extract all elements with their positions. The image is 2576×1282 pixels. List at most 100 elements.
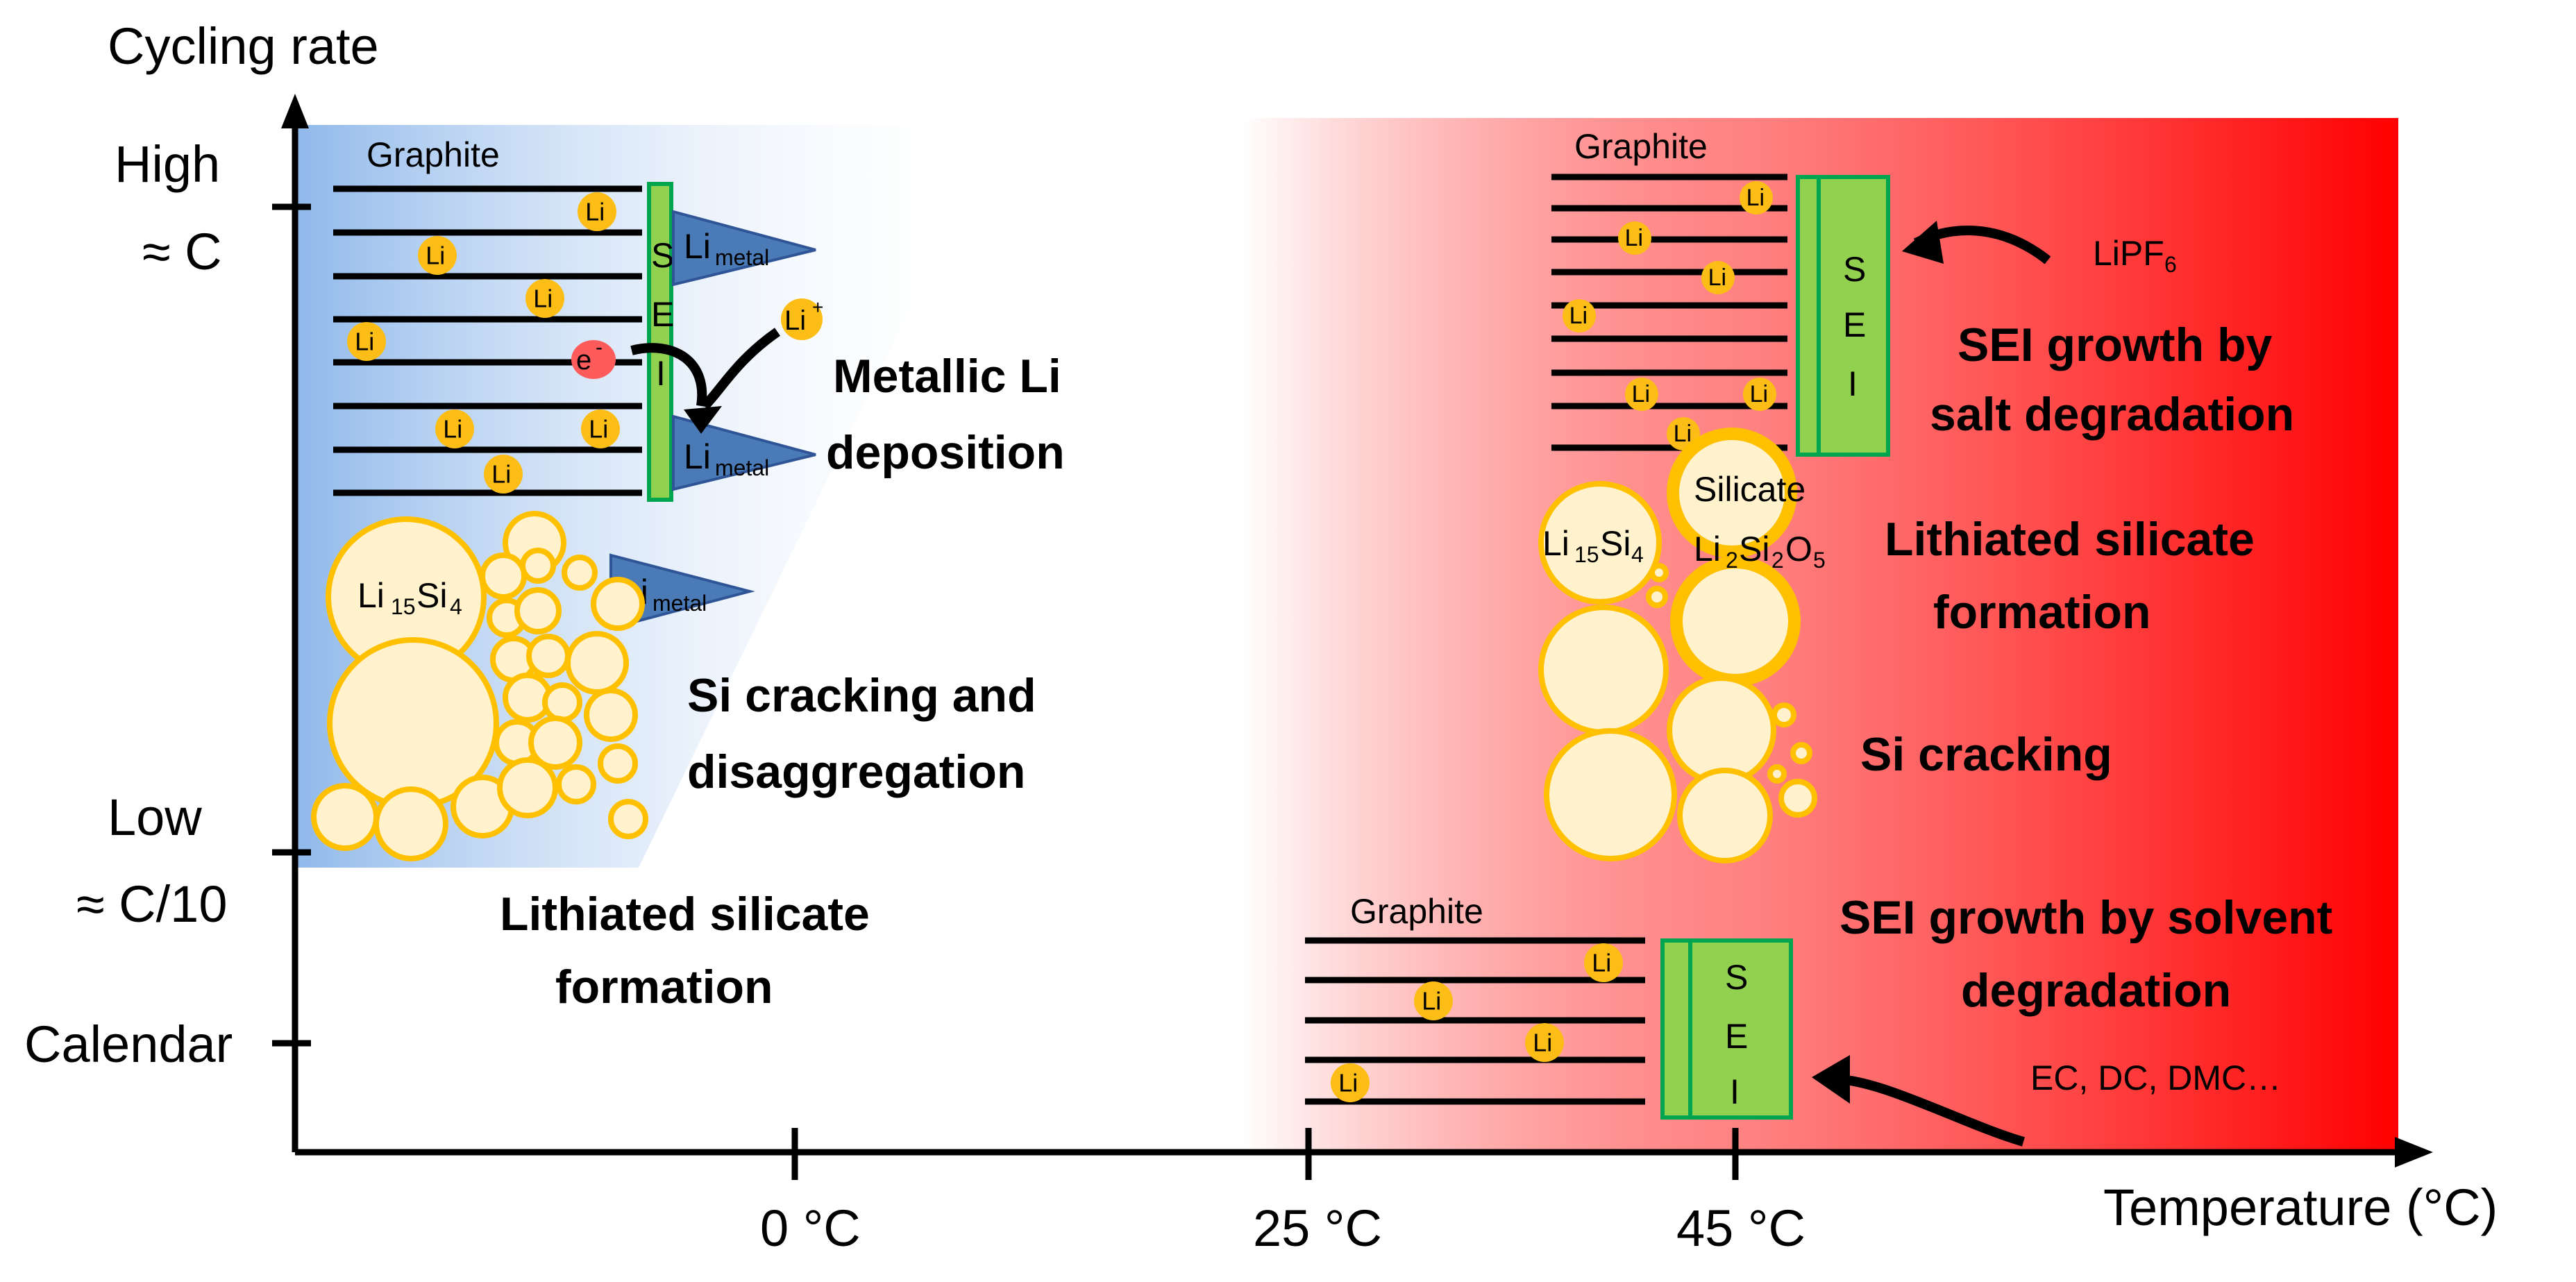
li2si2o5-c: O (1785, 530, 1812, 568)
solvent-degradation-label-2: degradation (1961, 964, 2231, 1017)
li-atom (418, 236, 457, 275)
si-particle (598, 743, 638, 784)
salt-arrowhead (1902, 221, 1944, 264)
hot-li15si4-a: Li (1542, 524, 1569, 563)
si-particle (1544, 728, 1677, 861)
deposition-arrow (630, 328, 781, 410)
li-metal-sub: metal (715, 245, 769, 270)
li-atom (1618, 221, 1651, 255)
cal-graphite-layers (1305, 937, 1645, 1105)
li-atom-label: Li (1592, 949, 1611, 977)
cold-li-metal-mid: Li metal (672, 414, 816, 491)
li2si2o5-c-sub: 5 (1813, 548, 1826, 573)
cal-graphite-label: Graphite (1350, 892, 1483, 931)
electron-charge: - (596, 336, 603, 359)
li-atom-label: Li (443, 415, 462, 444)
cold-sei-layer (647, 182, 673, 502)
si-particle (514, 587, 562, 634)
y-tick-label-low-rate: ≈ C/10 (76, 875, 227, 933)
cold-graphite-layers (333, 185, 642, 496)
cold-sei-letter-s: S (651, 236, 674, 275)
x-axis-arrow (2395, 1137, 2433, 1167)
si-particle (528, 716, 582, 770)
hot-silicate-label-1: Lithiated silicate (1885, 513, 2255, 566)
x-tick-label-45: 45 °C (1676, 1199, 1805, 1257)
solvent-arrow (1839, 1074, 2025, 1147)
si-particle (480, 553, 527, 600)
electron-label: e (576, 345, 591, 376)
li-atom (581, 410, 620, 448)
li-atom-label: Li (1625, 225, 1643, 251)
cal-sei-letter-e: E (1725, 1017, 1748, 1056)
cold-silicate-label-2: formation (555, 961, 773, 1013)
cold-cracking-label-2: disaggregation (687, 745, 1025, 798)
li-atom-label: Li (1338, 1069, 1358, 1097)
li2si2o5-b-sub: 2 (1771, 548, 1784, 573)
li-ion-charge: + (812, 296, 823, 318)
hot-sei-letter-e: E (1843, 305, 1866, 344)
deposition-arrowhead (684, 406, 722, 434)
cold-graphite-label: Graphite (367, 135, 500, 174)
cold-graphite-stack: Graphite (333, 135, 642, 496)
salt-label-sub: 6 (2164, 252, 2177, 277)
hot-silicate-label-2: formation (1933, 586, 2151, 639)
x-tick-label-0: 0 °C (760, 1199, 861, 1257)
x-axis-title: Temperature (°C) (2103, 1179, 2498, 1236)
li-atom-label: Li (1674, 421, 1692, 447)
si-particle (1538, 605, 1669, 735)
y-tick-label-high: High (115, 135, 220, 193)
si-particle (497, 757, 558, 818)
li-atom (347, 322, 386, 361)
x-tick-label-25: 25 °C (1253, 1199, 1382, 1257)
solvent-arrowhead (1812, 1055, 1850, 1104)
hot-sei-letter-s: S (1843, 250, 1866, 289)
si-particle (565, 631, 629, 695)
li-metal-label: Li (684, 437, 711, 476)
li-metal-sub: metal (653, 591, 707, 616)
cal-sei-layer (1688, 938, 1793, 1120)
li2si2o5-b: Si (1739, 530, 1769, 568)
cold-silicate-label-1: Lithiated silicate (500, 888, 870, 941)
li-atom-label: Li (589, 415, 608, 444)
y-tick-label-low: Low (108, 788, 202, 846)
y-axis-title: Cycling rate (108, 17, 379, 75)
li-atom (578, 192, 616, 231)
hot-li15si4-b: Si (1600, 524, 1631, 563)
li-atom (1625, 378, 1658, 411)
li-atom-label: Li (1533, 1029, 1552, 1057)
hot-li15si4-b-sub: 4 (1631, 542, 1644, 567)
salt-degradation-label-2: salt degradation (1930, 388, 2294, 441)
hot-sei-letter-i: I (1848, 364, 1858, 403)
li-atom (1743, 378, 1776, 411)
si-particle (1790, 742, 1812, 764)
cold-sei-letter-i: I (656, 354, 666, 393)
cold-li15si4-a: Li (357, 576, 385, 615)
li-metal-sub: metal (715, 455, 769, 480)
hot-graphite-label: Graphite (1574, 127, 1708, 166)
li-atom (1563, 299, 1596, 332)
salt-degradation-label-1: SEI growth by (1958, 319, 2273, 371)
li-atom (484, 455, 523, 494)
si-particle (591, 577, 645, 631)
si-particle (1767, 764, 1787, 784)
hot-sei-layer (1817, 175, 1890, 457)
si-particle (1649, 563, 1669, 582)
si-particle (556, 764, 596, 804)
y-tick-label-calendar: Calendar (24, 1015, 233, 1073)
li2si2o5-a-sub: 2 (1726, 548, 1738, 573)
si-particle (526, 634, 571, 678)
li-atom-label: Li (1746, 185, 1765, 211)
li-atom (1584, 943, 1623, 982)
si-particle (584, 688, 638, 742)
si-particle (1778, 779, 1817, 818)
si-particle (1538, 481, 1662, 605)
cold-li15si4-b-sub: 4 (450, 594, 462, 619)
si-particle (1771, 702, 1796, 727)
cold-li-metal-top: Li metal (672, 210, 816, 287)
y-tick-label-high-rate: ≈ C (142, 223, 222, 280)
hot-li15si4-a-sub: 15 (1574, 542, 1599, 567)
hot-si-particles (1538, 428, 1817, 863)
li-atom (1331, 1063, 1370, 1102)
